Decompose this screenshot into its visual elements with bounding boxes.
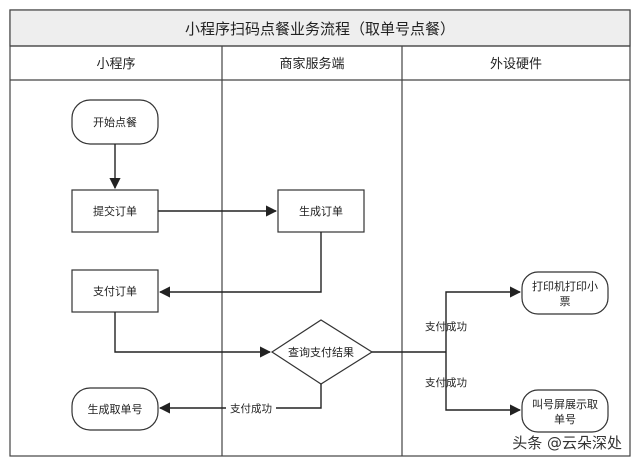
edge-label-pay-success-screen: 支付成功 bbox=[425, 376, 467, 389]
node-start: 开始点餐 bbox=[71, 99, 159, 145]
node-pay-order-label: 支付订单 bbox=[93, 285, 137, 298]
node-submit-order: 提交订单 bbox=[71, 189, 159, 233]
node-generate-order: 生成订单 bbox=[277, 189, 365, 233]
lane-header-merchant-server: 商家服务端 bbox=[279, 56, 344, 72]
edge-to-screen bbox=[445, 352, 522, 416]
node-submit-order-label: 提交订单 bbox=[93, 204, 137, 218]
node-generate-order-label: 生成订单 bbox=[299, 204, 343, 218]
node-screen-display-label-1: 叫号屏展示取 bbox=[532, 398, 598, 411]
lane-header-miniprogram: 小程序 bbox=[96, 57, 135, 72]
node-pay-order: 支付订单 bbox=[71, 269, 159, 313]
node-start-label: 开始点餐 bbox=[93, 115, 137, 129]
node-printer-receipt-label-1: 打印机打印小 bbox=[532, 279, 598, 293]
edge-to-printer bbox=[445, 286, 522, 352]
node-query-payment-label: 查询支付结果 bbox=[288, 345, 354, 359]
edge-label-pay-success-number: 支付成功 bbox=[230, 402, 272, 415]
edge-label-pay-success-printer: 支付成功 bbox=[425, 320, 467, 333]
edge-query-to-number bbox=[158, 384, 322, 414]
edge-generate-to-pay bbox=[158, 232, 322, 298]
node-printer-receipt-label-2: 票 bbox=[560, 295, 571, 308]
node-generate-number: 生成取单号 bbox=[71, 387, 159, 431]
edge-pay-to-query bbox=[114, 312, 272, 358]
node-printer-receipt: 打印机打印小 票 bbox=[521, 271, 609, 315]
node-generate-number-label: 生成取单号 bbox=[88, 402, 143, 416]
lane-header-peripheral-hardware: 外设硬件 bbox=[490, 57, 542, 72]
diagram-title: 小程序扫码点餐业务流程（取单号点餐） bbox=[185, 20, 455, 38]
watermark-text: 头条 @云朵深处 bbox=[512, 434, 622, 452]
node-screen-display-number: 叫号屏展示取 单号 bbox=[521, 389, 609, 433]
node-screen-display-label-2: 单号 bbox=[554, 413, 576, 426]
